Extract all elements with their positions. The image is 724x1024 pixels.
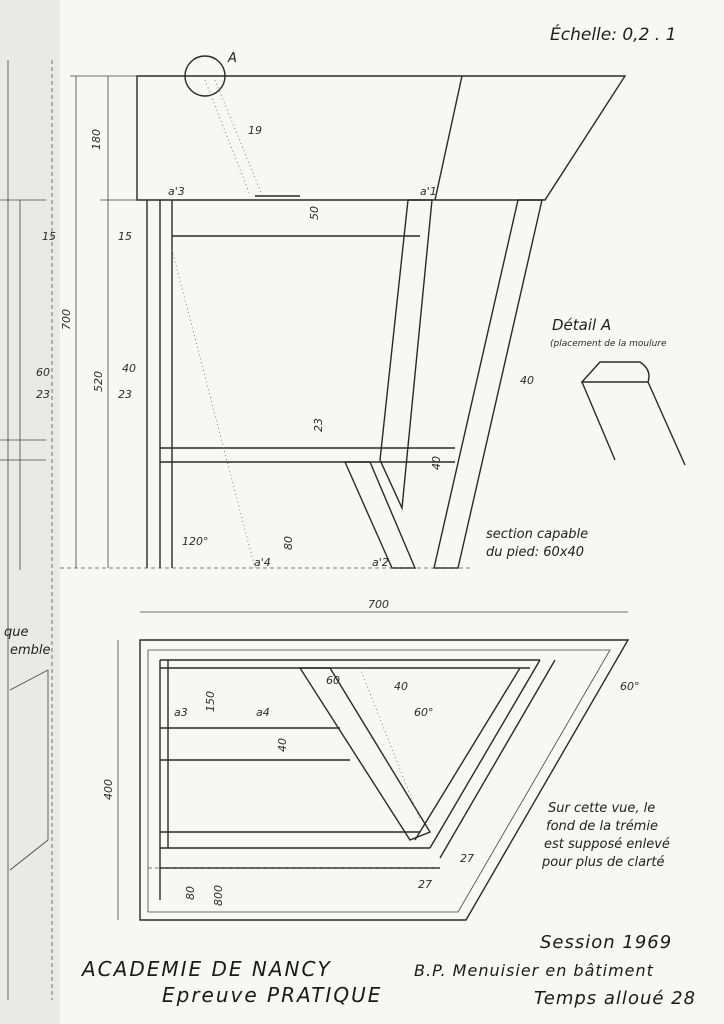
svg-text:a4: a4 [256, 706, 270, 719]
dim-23-left: 23 [36, 388, 50, 401]
left-scan-strip [0, 0, 60, 1024]
detail-a-subtitle: (placement de la moulure [550, 339, 667, 349]
plan-note-1: Sur cette vue, le [548, 801, 655, 816]
svg-text:a'1: a'1 [420, 185, 437, 198]
svg-text:800: 800 [212, 885, 225, 906]
svg-text:27: 27 [460, 852, 474, 865]
svg-text:23: 23 [118, 388, 132, 401]
svg-text:80: 80 [282, 536, 295, 550]
section-note-1: section capable [486, 527, 588, 542]
scale-label: Échelle: 0,2 . 1 [550, 23, 676, 45]
svg-text:60°: 60° [620, 680, 640, 693]
dim-700-vertical: 700 [60, 309, 73, 330]
svg-text:50: 50 [308, 206, 321, 220]
detail-a: Détail A (placement de la moulure [550, 316, 686, 466]
dim-180: 180 [90, 129, 103, 150]
svg-text:15: 15 [118, 230, 132, 243]
session-label: Session 1969 [540, 932, 672, 953]
exam-label: Epreuve PRATIQUE [162, 983, 382, 1007]
svg-text:150: 150 [204, 691, 217, 712]
svg-text:A: A [227, 51, 237, 66]
academy-label: ACADEMIE DE NANCY [80, 957, 332, 981]
dim-15-left: 15 [42, 230, 56, 243]
svg-text:40: 40 [430, 456, 443, 470]
svg-text:a'3: a'3 [168, 185, 185, 198]
elevation-view: A 19 180 700 520 15 40 23 40 23 [60, 51, 627, 569]
svg-text:27: 27 [418, 878, 432, 891]
svg-text:23: 23 [312, 418, 325, 432]
svg-text:40: 40 [276, 738, 289, 752]
svg-text:60°: 60° [414, 706, 434, 719]
detail-a-circle [184, 55, 226, 97]
diploma-label: B.P. Menuisier en bâtiment [414, 961, 654, 980]
svg-text:a3: a3 [174, 706, 188, 719]
svg-text:120°: 120° [182, 535, 209, 548]
svg-text:40: 40 [520, 374, 534, 387]
plan-view: 400 150 40 60 40 60° 60° a4 a3 80 800 27… [102, 639, 640, 921]
svg-text:40: 40 [122, 362, 136, 375]
dim-400: 400 [102, 779, 115, 800]
plan-note-2: fond de la trémie [546, 819, 658, 834]
plan-note-3: est supposé enlevé [544, 837, 670, 852]
left-fragment-2: emble [10, 643, 51, 658]
svg-text:a'2: a'2 [372, 556, 389, 569]
svg-text:80: 80 [184, 886, 197, 900]
left-fragment-1: que [4, 625, 29, 640]
dim-700-horizontal: 700 [368, 598, 389, 611]
svg-text:a'4: a'4 [254, 556, 271, 569]
svg-text:40: 40 [394, 680, 408, 693]
detail-a-title: Détail A [552, 316, 611, 334]
plan-note-4: pour plus de clarté [541, 855, 664, 870]
time-label: Temps alloué 28 [534, 988, 696, 1009]
dim-60-left: 60 [36, 366, 50, 379]
svg-text:19: 19 [248, 124, 262, 137]
section-note-2: du pied: 60x40 [486, 545, 584, 560]
dim-520: 520 [92, 371, 105, 392]
svg-text:60: 60 [326, 674, 340, 687]
